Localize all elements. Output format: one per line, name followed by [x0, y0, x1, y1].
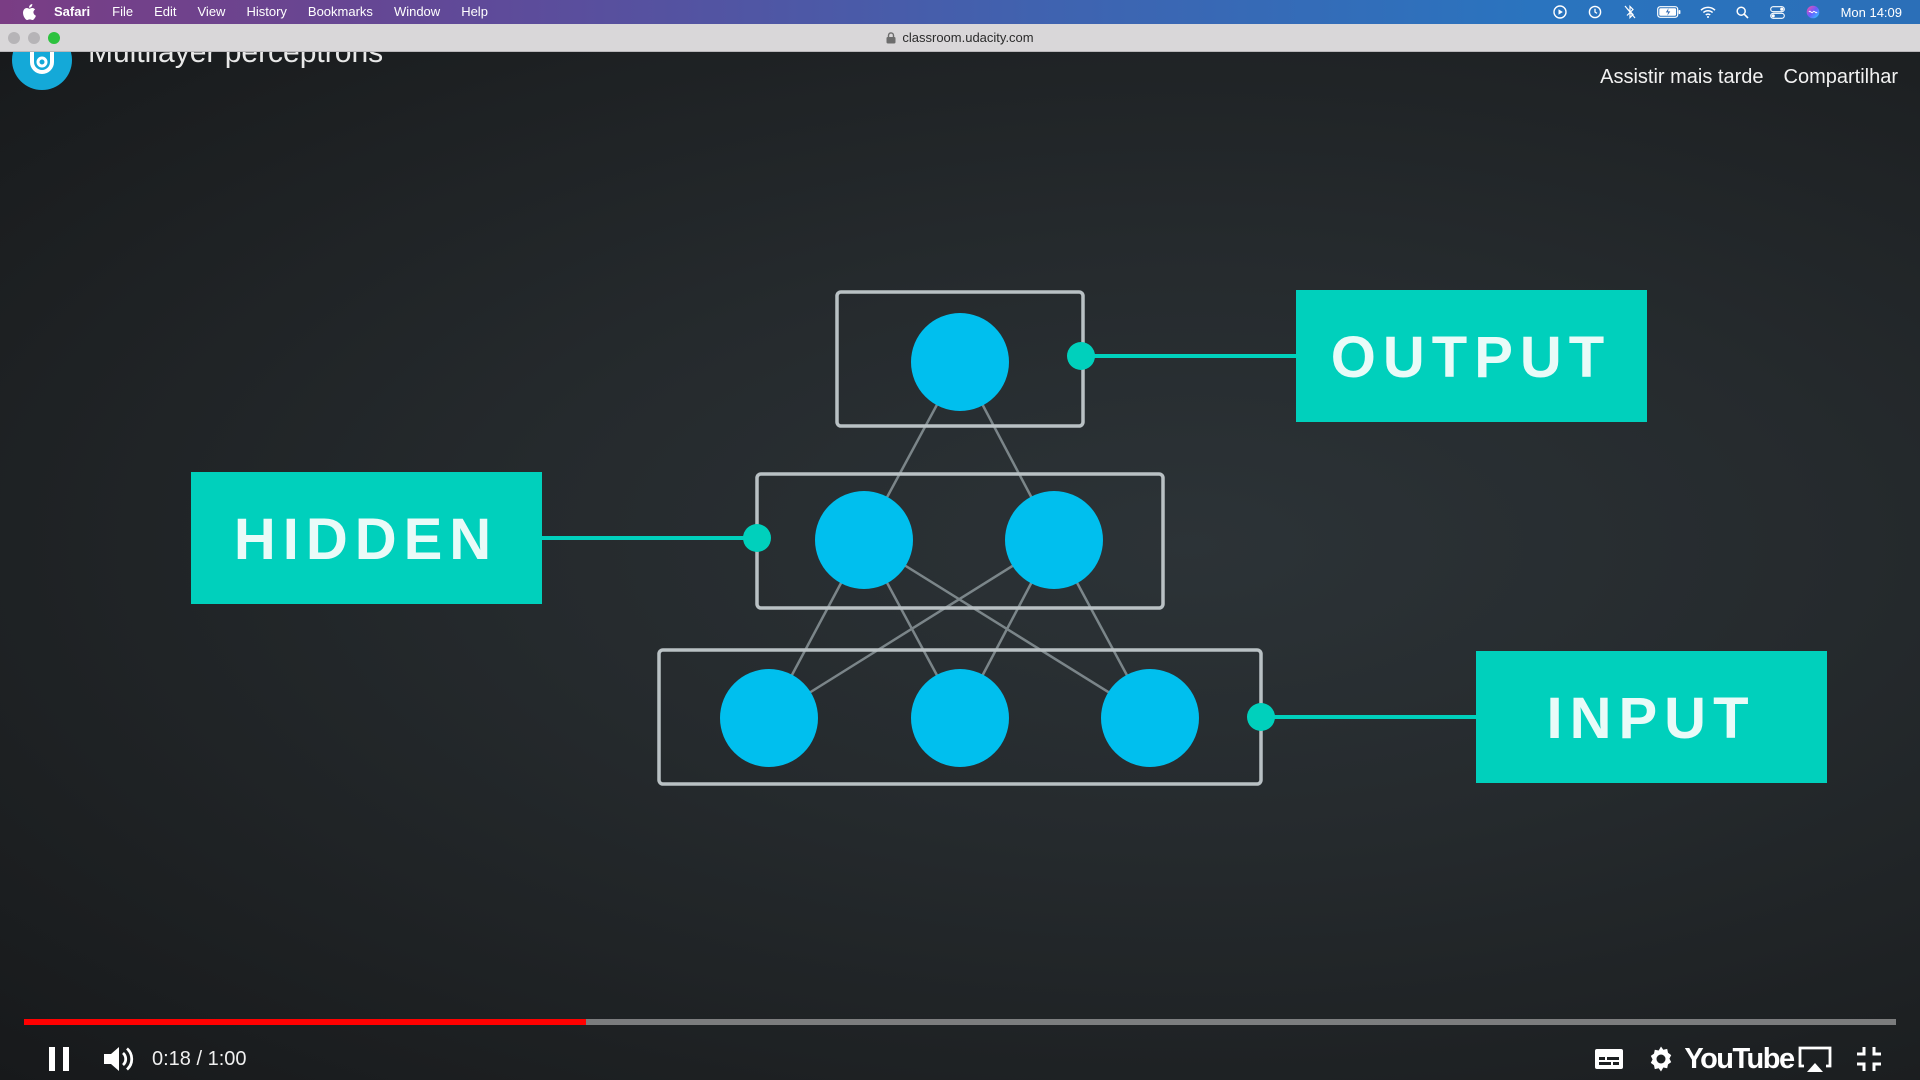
input-label: INPUT	[1547, 686, 1756, 751]
output-neuron	[911, 313, 1009, 411]
lock-icon	[886, 31, 896, 43]
connector-dots	[743, 342, 1275, 731]
airplay-icon	[1798, 1046, 1832, 1072]
minimize-window-button[interactable]	[28, 32, 40, 44]
hidden-neuron	[1005, 491, 1103, 589]
connection-line	[768, 538, 1055, 720]
player-controls: 0:18 / 1:00 YouTube	[0, 1037, 1920, 1080]
subtitles-icon	[1595, 1049, 1623, 1069]
browser-titlebar: classroom.udacity.com	[0, 24, 1920, 52]
watch-later-button[interactable]: Assistir mais tarde	[1600, 66, 1764, 88]
menu-bar: Safari File Edit View History Bookmarks …	[0, 0, 1920, 24]
battery-icon[interactable]	[1656, 5, 1681, 19]
neuron-nodes	[720, 313, 1199, 767]
menu-edit[interactable]: Edit	[154, 4, 177, 19]
share-button[interactable]: Compartilhar	[1783, 66, 1898, 88]
youtube-wordmark: YouTube	[1684, 1042, 1795, 1075]
output-label: OUTPUT	[1331, 325, 1611, 390]
video-top-actions: Assistir mais tarde Compartilhar	[1580, 66, 1898, 89]
progress-played	[24, 1019, 586, 1025]
menu-safari[interactable]: Safari	[54, 4, 91, 19]
input-neuron	[720, 669, 818, 767]
time-machine-icon[interactable]	[1587, 5, 1603, 19]
control-center-icon[interactable]	[1770, 5, 1786, 19]
menu-file[interactable]: File	[112, 4, 134, 19]
input-neuron	[1101, 669, 1199, 767]
gear-icon	[1650, 1046, 1672, 1072]
hidden-label-box	[191, 472, 542, 604]
wifi-icon[interactable]	[1700, 5, 1716, 19]
address-bar[interactable]: classroom.udacity.com	[886, 30, 1034, 45]
youtube-logo-button[interactable]: YouTube	[1684, 1037, 1795, 1080]
progress-bar[interactable]	[24, 1019, 1896, 1025]
settings-button[interactable]	[1640, 1037, 1682, 1080]
hidden-label: HIDDEN	[234, 507, 498, 572]
video-title[interactable]: Multilayer perceptrons	[88, 52, 384, 69]
input-connector-dot	[1247, 703, 1275, 731]
time-display: 0:18 / 1:00	[152, 1048, 247, 1070]
video-player[interactable]: Multilayer perceptrons Assistir mais tar…	[0, 52, 1920, 1080]
pause-icon	[49, 1047, 69, 1071]
connector-lines	[542, 354, 1476, 719]
exit-fullscreen-button[interactable]	[1848, 1037, 1890, 1080]
hidden-neuron	[815, 491, 913, 589]
spotlight-search-icon[interactable]	[1735, 5, 1751, 19]
volume-icon	[104, 1047, 134, 1071]
hidden-connector-dot	[743, 524, 771, 552]
layer-label-boxes: OUTPUT HIDDEN INPUT	[191, 290, 1827, 783]
menu-window[interactable]: Window	[393, 4, 441, 19]
close-window-button[interactable]	[8, 32, 20, 44]
menu-bookmarks[interactable]: Bookmarks	[307, 4, 373, 19]
mute-button[interactable]	[98, 1037, 140, 1080]
subtitles-button[interactable]	[1588, 1037, 1630, 1080]
fullscreen-window-button[interactable]	[48, 32, 60, 44]
airplay-button[interactable]	[1794, 1037, 1836, 1080]
udacity-logo-icon	[30, 52, 54, 74]
play-circle-icon[interactable]	[1552, 5, 1568, 19]
menu-history[interactable]: History	[246, 4, 287, 19]
network-diagram: OUTPUT HIDDEN INPUT	[191, 290, 1827, 786]
window-controls	[8, 32, 68, 44]
exit-fullscreen-icon	[1857, 1047, 1881, 1071]
menubar-clock[interactable]: Mon 14:09	[1840, 4, 1902, 20]
output-label-box	[1296, 290, 1647, 422]
bluetooth-off-icon[interactable]	[1622, 5, 1638, 19]
apple-icon[interactable]	[20, 0, 38, 24]
menu-view[interactable]: View	[197, 4, 226, 19]
menu-help[interactable]: Help	[461, 4, 488, 19]
url-text: classroom.udacity.com	[902, 30, 1034, 45]
pause-button[interactable]	[38, 1037, 80, 1080]
input-neuron	[911, 669, 1009, 767]
output-connector-dot	[1067, 342, 1095, 370]
input-label-box	[1476, 651, 1827, 783]
siri-icon[interactable]	[1805, 5, 1821, 19]
